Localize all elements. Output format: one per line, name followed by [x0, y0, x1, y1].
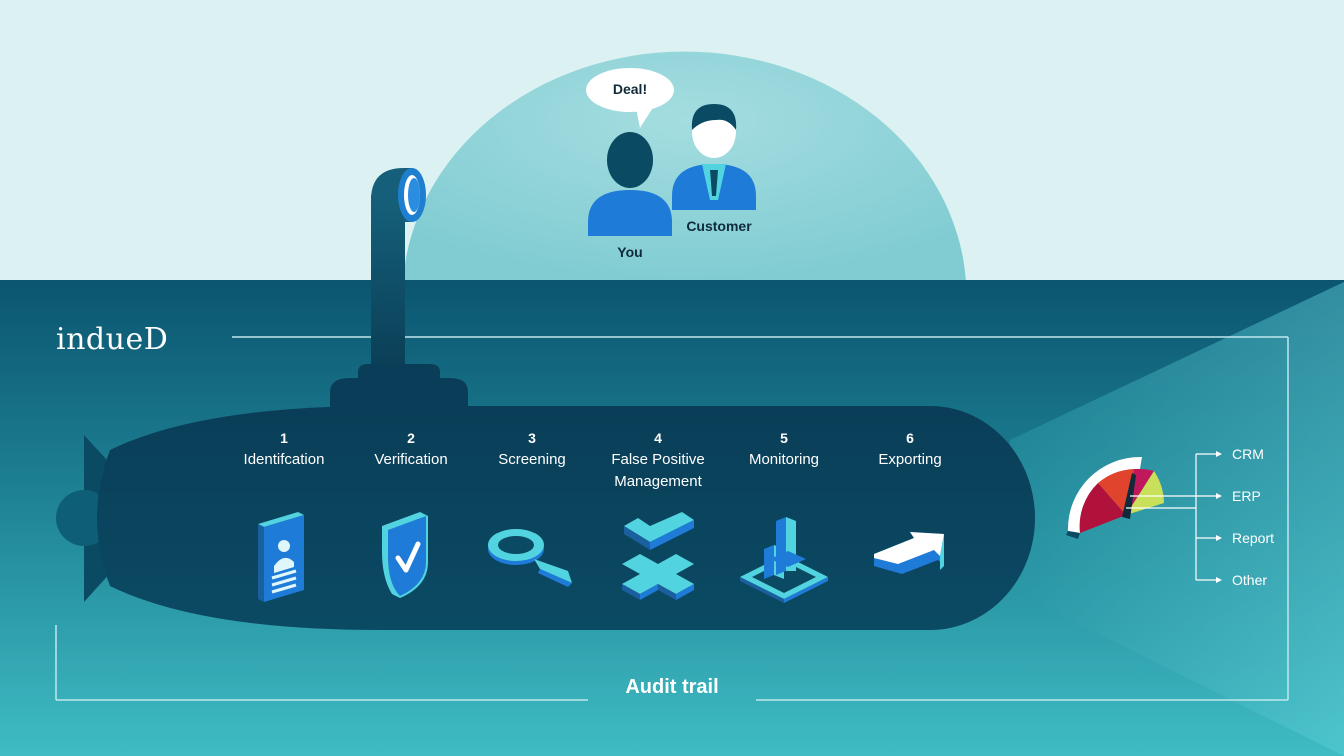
step-identification: 1 Identifcation	[219, 427, 349, 471]
step-number: 1	[219, 427, 349, 449]
speech-bubble-text: Deal!	[588, 81, 672, 97]
step-label: Identifcation	[244, 451, 325, 468]
step-number: 3	[467, 427, 597, 449]
step-exporting: 6 Exporting	[845, 427, 975, 471]
output-erp: ERP	[1232, 488, 1261, 504]
step-false-positive-management: 4 False Positive Management	[593, 427, 723, 493]
output-crm: CRM	[1232, 446, 1264, 462]
brand-logo: indueD	[56, 322, 168, 357]
step-number: 5	[719, 427, 849, 449]
step-label: Exporting	[878, 451, 941, 468]
step-monitoring: 5 Monitoring	[719, 427, 849, 471]
step-label: Monitoring	[749, 451, 819, 468]
step-label: Screening	[498, 451, 566, 468]
step-label-line2: Management	[593, 471, 723, 493]
output-other: Other	[1232, 572, 1267, 588]
output-report: Report	[1232, 530, 1274, 546]
audit-trail-label: Audit trail	[560, 676, 784, 699]
you-label: You	[600, 244, 660, 260]
step-number: 6	[845, 427, 975, 449]
step-label: False Positive	[593, 449, 723, 471]
step-label: Verification	[374, 451, 447, 468]
step-screening: 3 Screening	[467, 427, 597, 471]
step-number: 2	[346, 427, 476, 449]
step-number: 4	[593, 427, 723, 449]
step-verification: 2 Verification	[346, 427, 476, 471]
customer-label: Customer	[672, 218, 766, 234]
id-card-icon	[258, 512, 304, 602]
